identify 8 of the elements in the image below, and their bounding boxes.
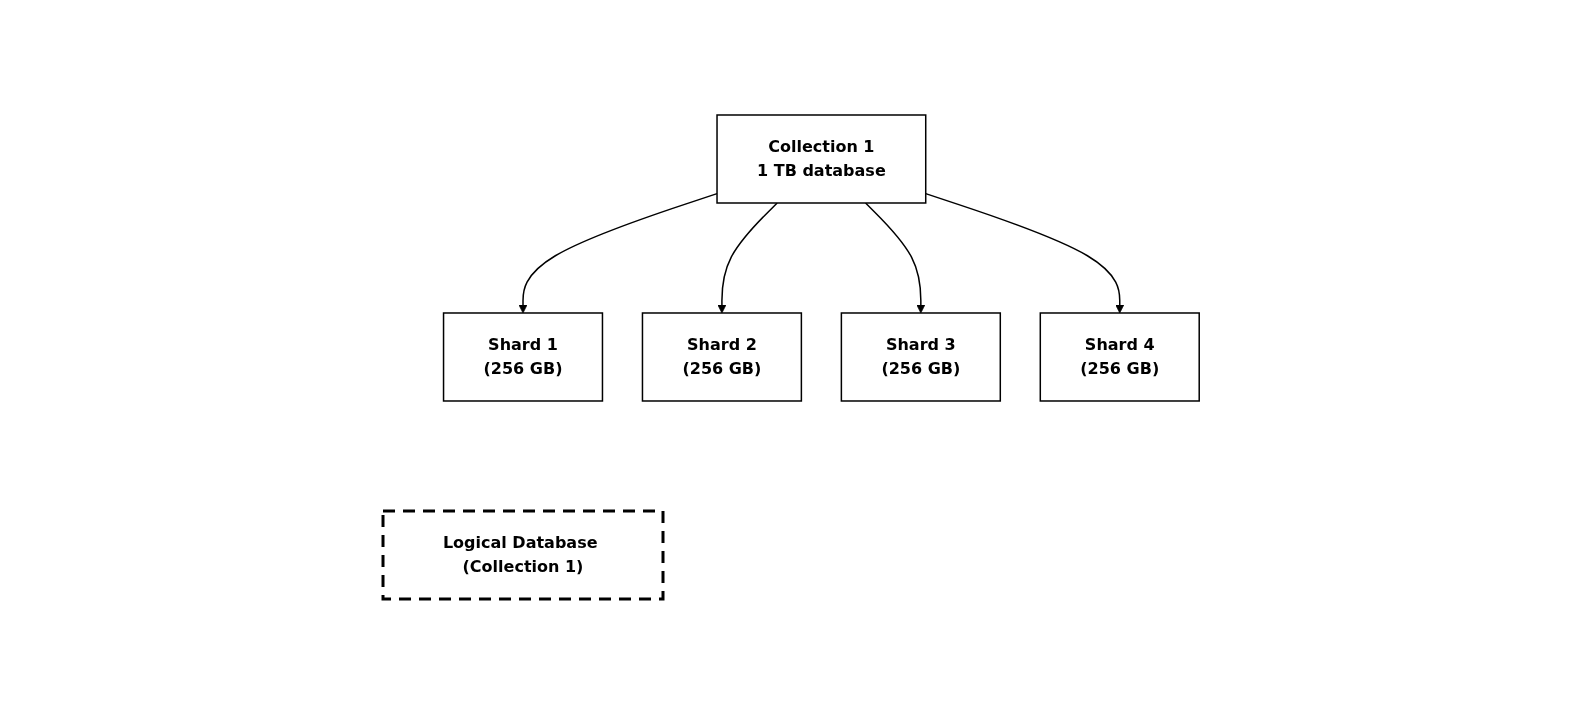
node-box: Shard 1 (256 GB) — [443, 311, 604, 402]
node-box: Shard 3 (256 GB) — [841, 311, 1002, 402]
node-box: Shard 2 (256 GB) — [642, 311, 803, 402]
node-box: Logical Database (Collection 1) — [381, 509, 665, 600]
node-box: Shard 4 (256 GB) — [1039, 311, 1201, 402]
arrow — [717, 201, 779, 313]
node-box: Collection 1 1 TB database — [716, 113, 927, 204]
arrow — [865, 201, 926, 313]
